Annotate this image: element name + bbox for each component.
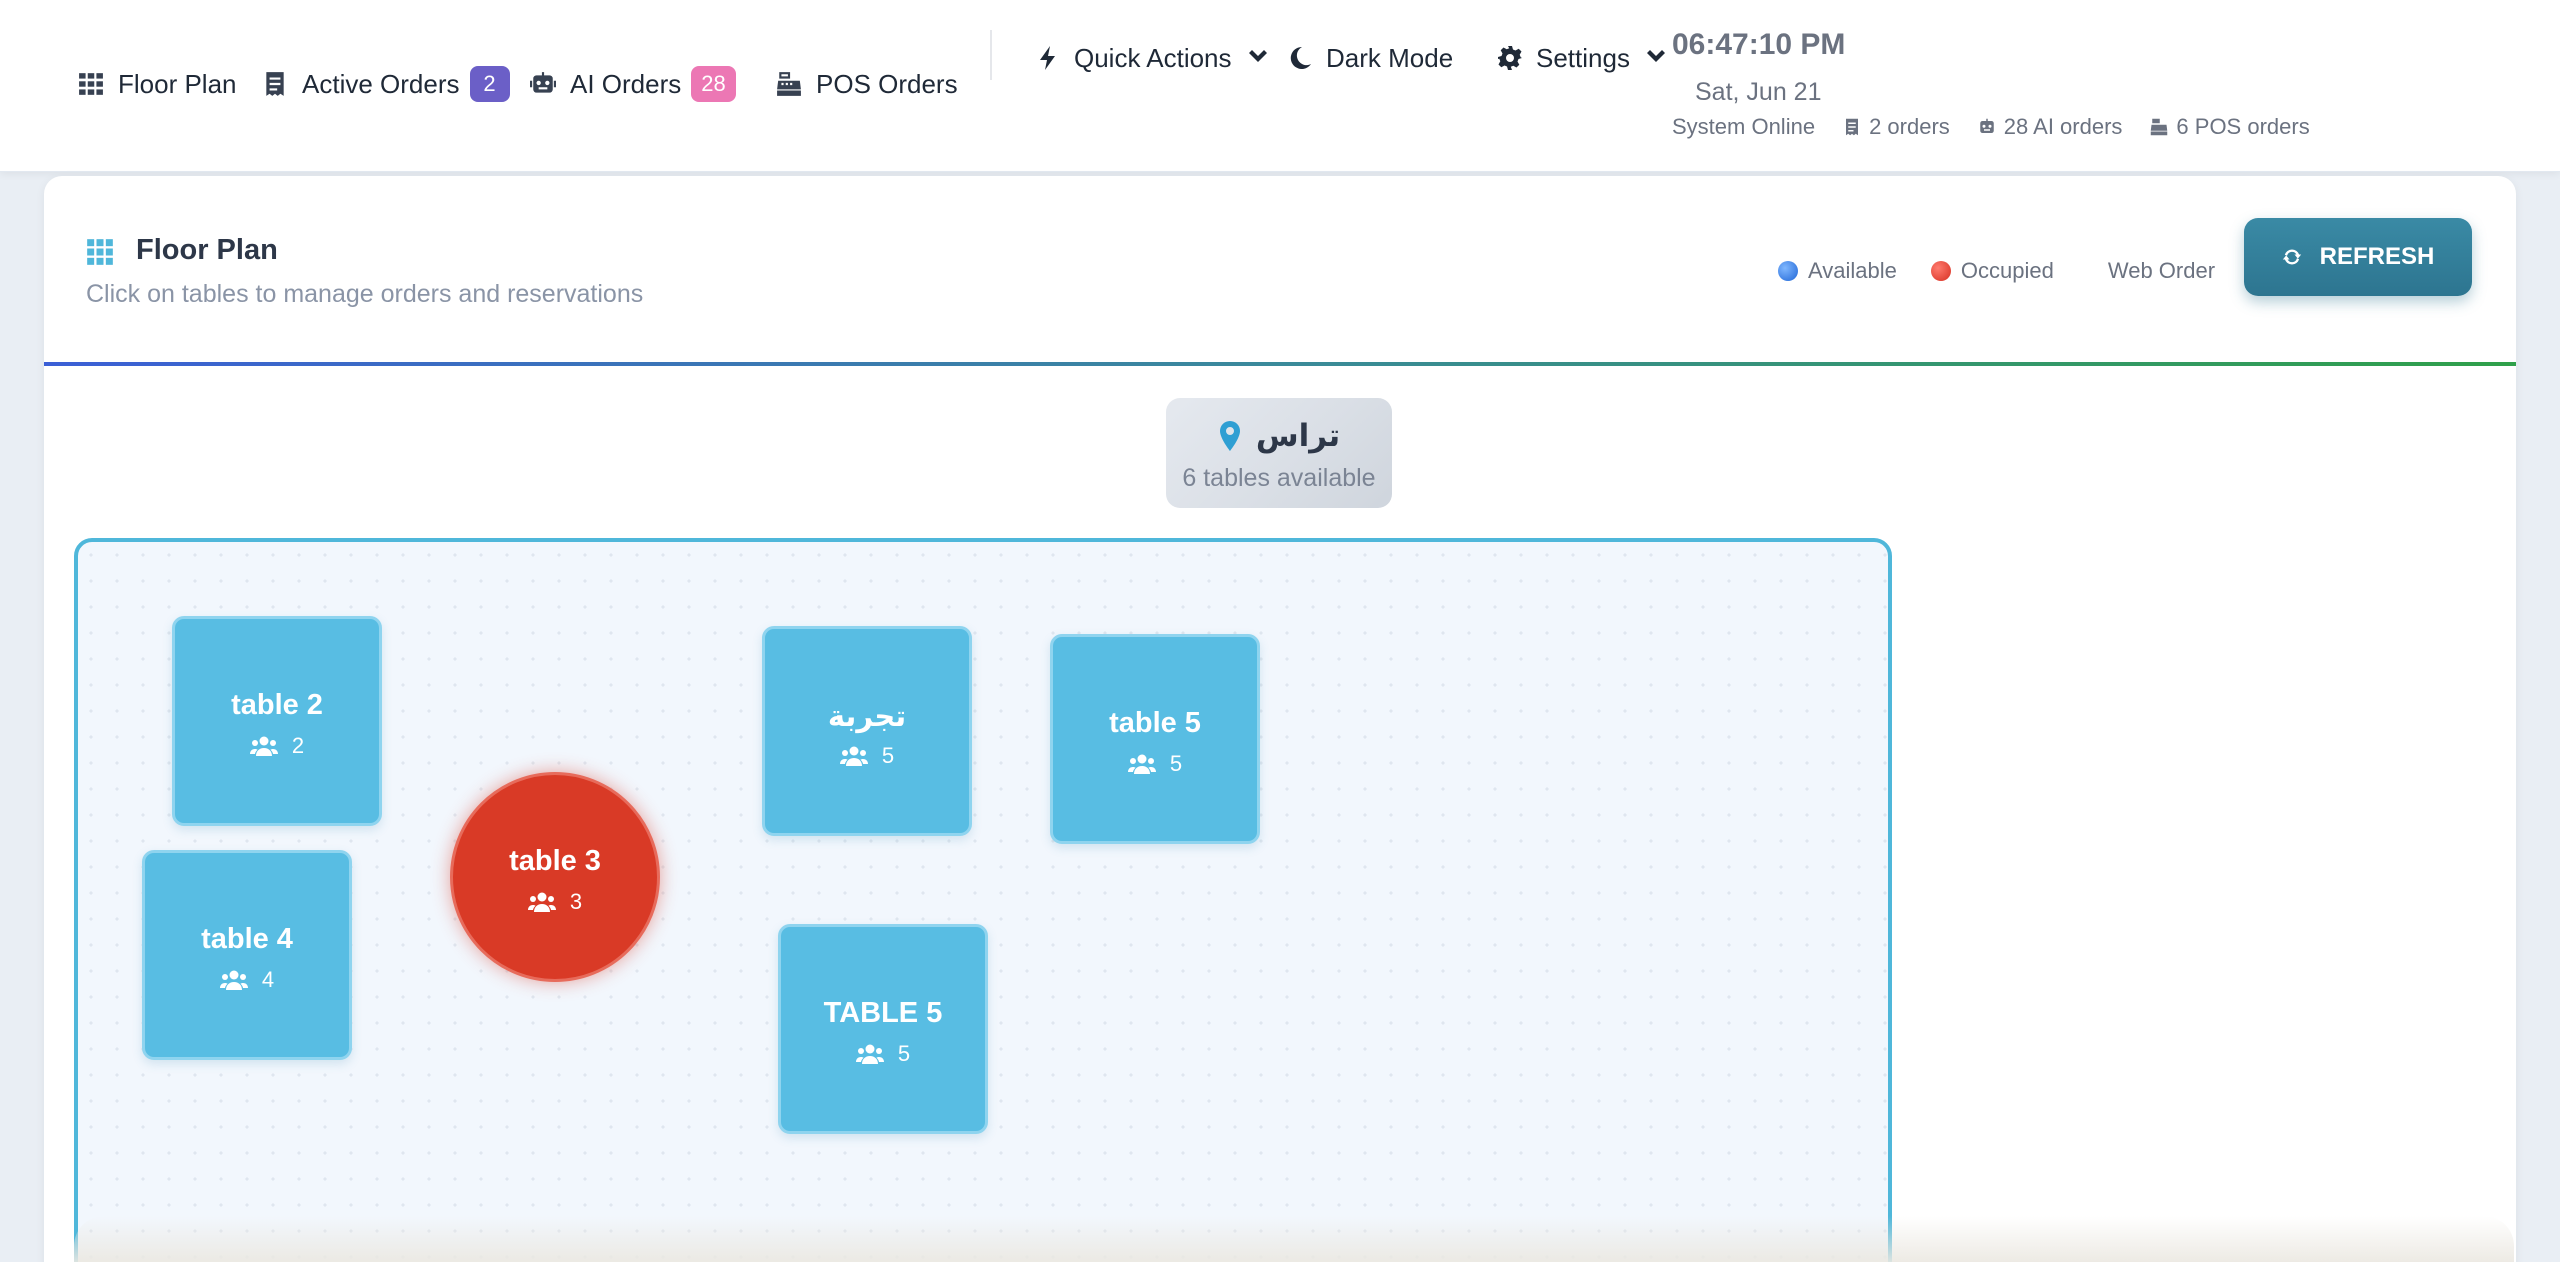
moon-icon: [1290, 46, 1311, 69]
robot-icon: [1980, 118, 1994, 133]
table-capacity: 5: [1053, 751, 1257, 777]
legend-web-order: Web Order: [2107, 258, 2216, 283]
grid-icon: [79, 73, 103, 95]
table-legend: Available Occupied Web Order: [1778, 258, 2215, 284]
ai-orders-badge: 28: [691, 66, 736, 102]
legend-occupied: Occupied: [1960, 258, 2054, 283]
nav-active-orders[interactable]: Active Orders 2: [262, 64, 510, 104]
table-card[interactable]: table 2 2: [172, 616, 382, 826]
refresh-label: REFRESH: [2319, 243, 2435, 270]
table-name: table 5: [1109, 707, 1201, 739]
area-tab[interactable]: تراس 6 tables available: [1166, 398, 1392, 508]
active-orders-badge: 2: [469, 66, 510, 102]
ai-orders-status: 28 AI orders: [1978, 114, 2123, 140]
table-name: TABLE 5: [823, 997, 943, 1029]
top-navbar: Floor Plan Active Orders 2 AI Orders 28 …: [0, 0, 2560, 172]
orders-status-text: 2 orders: [1869, 114, 1950, 139]
quick-actions-label: Quick Actions: [1074, 42, 1232, 73]
table-capacity-value: 5: [1169, 751, 1183, 776]
area-name: تراس: [1255, 418, 1341, 453]
users-icon: [855, 1044, 884, 1064]
clock-date: Sat, Jun 21: [1695, 78, 1822, 106]
table-card[interactable]: TABLE 5 5: [778, 924, 988, 1134]
table-capacity-value: 2: [291, 733, 305, 758]
ai-orders-status-text: 28 AI orders: [2003, 114, 2123, 139]
refresh-icon: [2282, 249, 2301, 265]
receipt-icon: [266, 72, 284, 96]
robot-icon: [530, 72, 556, 93]
chevron-down-icon: [1248, 50, 1267, 62]
receipt-icon: [1846, 118, 1859, 136]
users-icon: [219, 970, 248, 990]
cash-register-icon: [2151, 118, 2168, 136]
table-capacity: 4: [145, 967, 349, 993]
available-dot: [1778, 261, 1798, 281]
quick-actions-dropdown[interactable]: Quick Actions: [1036, 40, 1270, 76]
table-name: table 2: [231, 689, 323, 721]
settings-dropdown[interactable]: Settings: [1498, 40, 1668, 76]
system-status: System Online: [1672, 114, 1815, 140]
nav-floor-plan-label: Floor Plan: [118, 68, 237, 99]
occupied-dot: [1930, 261, 1951, 281]
nav-divider: [990, 30, 992, 80]
table-card[interactable]: table 4 4: [142, 850, 352, 1060]
users-icon: [839, 746, 868, 766]
refresh-button[interactable]: REFRESH: [2244, 218, 2472, 296]
nav-pos-orders[interactable]: POS Orders: [776, 64, 958, 104]
table-capacity-value: 5: [881, 743, 895, 768]
table-capacity: 5: [765, 743, 969, 769]
panel-header: Floor Plan Click on tables to manage ord…: [44, 176, 2516, 366]
floor-canvas: table 2 2 table 4 4 table 3 3 تجربة: [74, 538, 1892, 1262]
table-card[interactable]: table 5 5: [1050, 634, 1260, 844]
table-card-occupied[interactable]: table 3 3: [450, 772, 660, 982]
dark-mode-label: Dark Mode: [1326, 42, 1454, 73]
status-bar: System Online 2 orders 28 AI orders 6 PO…: [1672, 114, 2310, 140]
users-icon: [249, 736, 278, 756]
grid-icon: [87, 239, 113, 265]
pos-orders-status: 6 POS orders: [2150, 114, 2310, 140]
table-capacity: 2: [175, 733, 379, 759]
dark-mode-toggle[interactable]: Dark Mode: [1288, 40, 1453, 76]
legend-available: Available: [1808, 258, 1897, 283]
gear-icon: [1498, 46, 1522, 70]
table-name: table 3: [509, 845, 601, 877]
clock-time: 06:47:10 PM: [1672, 28, 1846, 61]
table-capacity: 3: [453, 889, 657, 915]
area-table-count: 6 tables available: [1182, 464, 1376, 492]
nav-active-orders-label: Active Orders: [302, 68, 460, 99]
users-icon: [1127, 754, 1156, 774]
page-subtitle: Click on tables to manage orders and res…: [86, 280, 644, 308]
table-capacity-value: 5: [897, 1041, 911, 1066]
bottom-sheet-edge: [74, 1216, 2514, 1262]
floor-plan-panel: Floor Plan Click on tables to manage ord…: [44, 176, 2516, 1262]
table-capacity-value: 4: [261, 967, 275, 992]
chevron-down-icon: [1646, 50, 1665, 62]
map-pin-icon: [1219, 421, 1240, 451]
nav-pos-orders-label: POS Orders: [816, 68, 958, 99]
table-capacity: 5: [781, 1041, 985, 1067]
nav-floor-plan[interactable]: Floor Plan: [78, 64, 237, 104]
pos-orders-status-text: 6 POS orders: [2176, 114, 2310, 139]
users-icon: [527, 892, 556, 912]
nav-ai-orders-label: AI Orders: [570, 68, 682, 99]
bolt-icon: [1040, 46, 1055, 70]
nav-ai-orders[interactable]: AI Orders 28: [530, 64, 736, 104]
table-name: table 4: [201, 923, 293, 955]
header-divider: [44, 362, 2516, 366]
settings-label: Settings: [1536, 42, 1630, 73]
system-status-text: System Online: [1672, 114, 1816, 139]
table-name: تجربة: [827, 701, 907, 733]
table-capacity-value: 3: [569, 889, 583, 914]
cash-register-icon: [777, 72, 801, 96]
table-card[interactable]: تجربة 5: [762, 626, 972, 836]
page-title: Floor Plan: [136, 234, 278, 266]
area-name-row: تراس: [1166, 418, 1392, 454]
orders-status: 2 orders: [1843, 114, 1950, 140]
